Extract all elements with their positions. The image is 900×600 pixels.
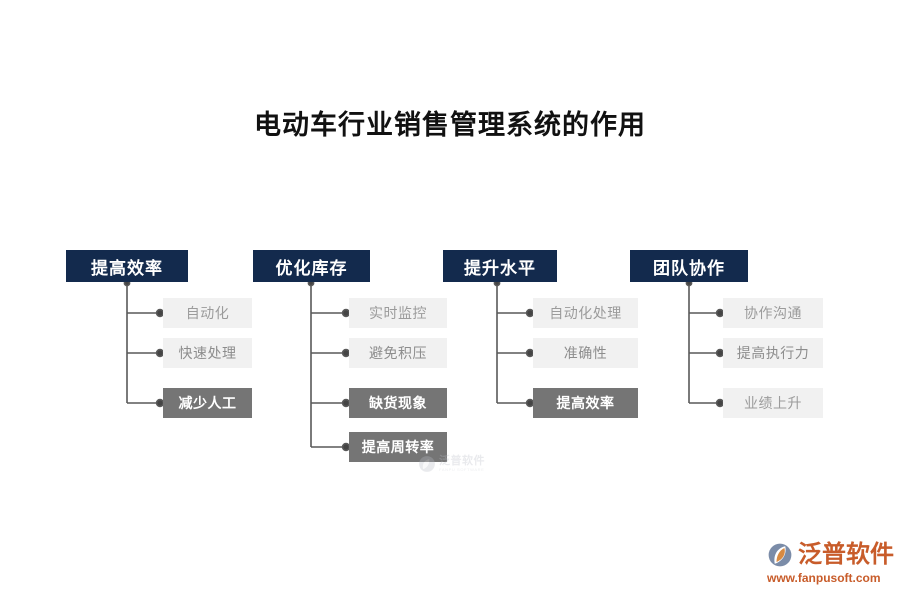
item-box-4-1[interactable]: 协作沟通	[723, 298, 823, 328]
brand-url: www.fanpusoft.com	[767, 571, 881, 585]
item-box-2-1[interactable]: 实时监控	[349, 298, 447, 328]
item-box-4-2-label: 提高执行力	[736, 345, 810, 361]
item-box-4-3[interactable]: 业绩上升	[723, 388, 823, 418]
item-box-2-4-label: 提高周转率	[361, 439, 435, 455]
item-box-1-3-label: 减少人工	[178, 395, 237, 411]
item-box-2-4[interactable]: 提高周转率	[349, 432, 447, 462]
item-box-1-2[interactable]: 快速处理	[163, 338, 252, 368]
center-watermark: 泛普软件 FANPU SOFTWARE	[418, 452, 510, 476]
item-box-3-1-label: 自动化处理	[549, 305, 622, 321]
item-box-3-1[interactable]: 自动化处理	[533, 298, 638, 328]
item-box-2-1-label: 实时监控	[369, 305, 427, 321]
item-box-3-3-label: 提高效率	[556, 395, 615, 411]
item-box-1-1[interactable]: 自动化	[163, 298, 252, 328]
fanpu-swoosh-icon	[419, 456, 435, 472]
item-box-1-1-label: 自动化	[185, 305, 230, 321]
column-header-2-label: 优化库存	[275, 258, 348, 278]
column-header-3[interactable]: 提升水平	[443, 250, 557, 282]
column-header-2[interactable]: 优化库存	[253, 250, 370, 282]
item-box-4-3-label: 业绩上升	[744, 395, 802, 411]
item-box-2-2-label: 避免积压	[369, 345, 427, 361]
item-box-1-2-label: 快速处理	[178, 345, 237, 361]
center-watermark-cn: 泛普软件	[439, 455, 485, 467]
item-box-4-1-label: 协作沟通	[744, 305, 802, 321]
item-box-3-2-label: 准确性	[563, 345, 608, 361]
column-header-1-label: 提高效率	[91, 258, 163, 278]
item-box-3-3[interactable]: 提高效率	[533, 388, 638, 418]
column-header-1[interactable]: 提高效率	[66, 250, 188, 282]
item-box-2-3-label: 缺货现象	[369, 395, 427, 411]
column-header-3-label: 提升水平	[464, 258, 536, 278]
item-box-3-2[interactable]: 准确性	[533, 338, 638, 368]
item-box-2-3[interactable]: 缺货现象	[349, 388, 447, 418]
item-box-1-3[interactable]: 减少人工	[163, 388, 252, 418]
column-header-4[interactable]: 团队协作	[630, 250, 748, 282]
page-title: 电动车行业销售管理系统的作用	[254, 110, 646, 140]
item-box-4-2[interactable]: 提高执行力	[723, 338, 823, 368]
brand-logo[interactable]: 泛普软件 www.fanpusoft.com	[766, 540, 894, 586]
column-header-4-label: 团队协作	[653, 258, 725, 278]
center-watermark-en: FANPU SOFTWARE	[439, 467, 485, 472]
brand-logo-row: 泛普软件	[766, 540, 894, 570]
fanpu-swoosh-logo-icon	[768, 543, 792, 567]
brand-name: 泛普软件	[798, 541, 894, 568]
item-box-2-2[interactable]: 避免积压	[349, 338, 447, 368]
